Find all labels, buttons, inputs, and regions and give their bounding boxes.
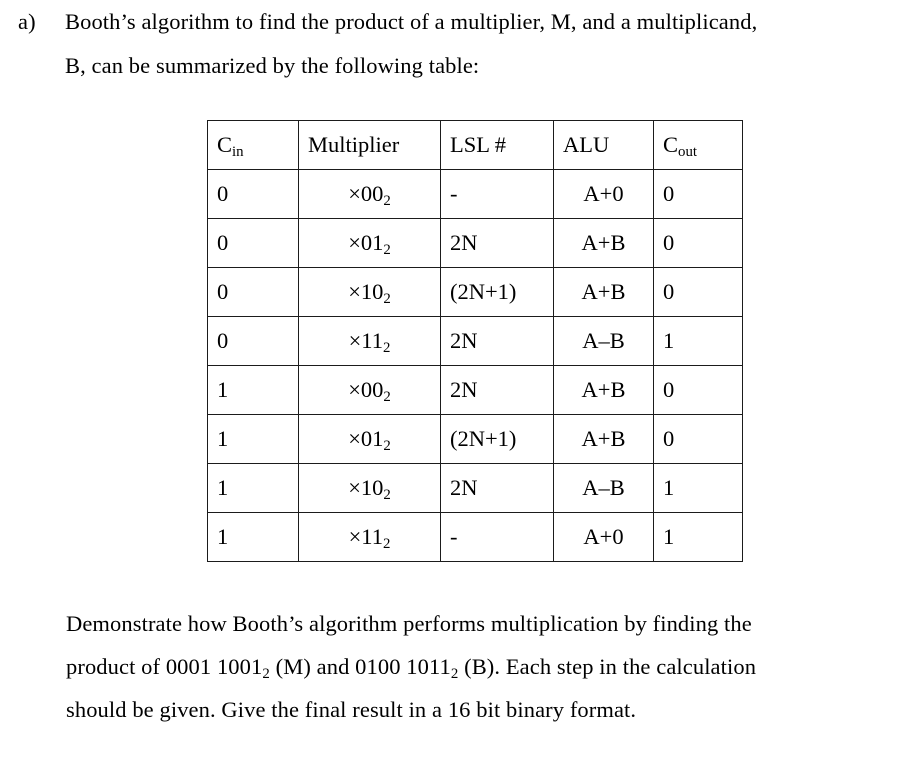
cell-alu: A+B bbox=[553, 218, 654, 268]
cell-multiplier-subscript: 2 bbox=[383, 291, 391, 308]
cell-multiplier-value: ×10 bbox=[348, 475, 384, 501]
cell-multiplier-subscript: 2 bbox=[382, 536, 391, 553]
cell-multiplier-value: ×01 bbox=[348, 230, 384, 256]
booth-algorithm-table: Cin Multiplier LSL # ALU Cout 0 ×002 - A… bbox=[207, 120, 743, 562]
table-header-row: Cin Multiplier LSL # ALU Cout bbox=[207, 120, 743, 170]
cell-multiplier-subscript: 2 bbox=[382, 340, 391, 357]
cell-lsl: 2N bbox=[440, 218, 554, 268]
cell-cin: 1 bbox=[207, 365, 299, 415]
column-header-multiplier: Multiplier bbox=[298, 120, 441, 170]
cell-cin: 0 bbox=[207, 218, 299, 268]
cell-multiplier: ×002 bbox=[298, 365, 441, 415]
cell-multiplier: ×112 bbox=[298, 316, 441, 366]
table-row: 1 ×102 2N A–B 1 bbox=[207, 463, 743, 513]
cell-cout: 1 bbox=[653, 316, 743, 366]
cell-alu: A+0 bbox=[553, 512, 654, 562]
cell-multiplier: ×002 bbox=[298, 169, 441, 219]
cell-alu: A–B bbox=[553, 316, 654, 366]
closing-line-3: should be given. Give the final result i… bbox=[66, 697, 637, 722]
table-header: Cin Multiplier LSL # ALU Cout bbox=[207, 120, 743, 170]
cell-multiplier: ×112 bbox=[298, 512, 441, 562]
cell-cin: 1 bbox=[207, 463, 299, 513]
cell-cout: 0 bbox=[653, 414, 743, 464]
column-header-cin-text: C bbox=[217, 132, 233, 158]
cell-cout: 1 bbox=[653, 512, 743, 562]
question-line-1: a) Booth’s algorithm to find the product… bbox=[0, 0, 904, 44]
question-marker: a) bbox=[18, 9, 36, 34]
cell-cin: 0 bbox=[207, 169, 299, 219]
cell-cin: 1 bbox=[207, 414, 299, 464]
cell-multiplier: ×102 bbox=[298, 463, 441, 513]
closing-line-1: Demonstrate how Booth’s algorithm perfor… bbox=[66, 611, 752, 636]
column-header-cout-subscript: out bbox=[678, 144, 697, 161]
closing-line-2-part-b: (M) and 0100 1011 bbox=[269, 654, 451, 679]
column-header-cout: Cout bbox=[653, 120, 743, 170]
question-line-2: B, can be summarized by the following ta… bbox=[0, 44, 904, 88]
cell-lsl: 2N bbox=[440, 316, 554, 366]
cell-alu: A+B bbox=[553, 365, 654, 415]
cell-multiplier-value: ×11 bbox=[348, 328, 383, 354]
table-row: 0 ×102 (2N+1) A+B 0 bbox=[207, 267, 743, 317]
cell-multiplier: ×012 bbox=[298, 414, 441, 464]
cell-multiplier-subscript: 2 bbox=[383, 193, 391, 210]
cell-cout: 0 bbox=[653, 169, 743, 219]
closing-multiplier-subscript: 2 bbox=[262, 666, 270, 683]
column-header-cin-subscript: in bbox=[232, 144, 244, 161]
cell-multiplier-value: ×00 bbox=[348, 377, 384, 403]
cell-lsl: (2N+1) bbox=[440, 267, 554, 317]
cell-alu: A+0 bbox=[553, 169, 654, 219]
closing-multiplicand-subscript: 2 bbox=[450, 666, 459, 683]
cell-alu: A+B bbox=[553, 414, 654, 464]
question-text-line-2: B, can be summarized by the following ta… bbox=[65, 53, 480, 78]
table-row: 1 ×012 (2N+1) A+B 0 bbox=[207, 414, 743, 464]
cell-cout: 0 bbox=[653, 218, 743, 268]
cell-cout: 1 bbox=[653, 463, 743, 513]
table-row: 0 ×112 2N A–B 1 bbox=[207, 316, 743, 366]
closing-paragraph: Demonstrate how Booth’s algorithm perfor… bbox=[66, 602, 896, 731]
booth-algorithm-table-container: Cin Multiplier LSL # ALU Cout 0 ×002 - A… bbox=[207, 120, 743, 562]
cell-cout: 0 bbox=[653, 267, 743, 317]
cell-multiplier-value: ×11 bbox=[348, 524, 383, 550]
cell-cin: 0 bbox=[207, 316, 299, 366]
cell-multiplier: ×012 bbox=[298, 218, 441, 268]
table-row: 1 ×002 2N A+B 0 bbox=[207, 365, 743, 415]
cell-alu: A+B bbox=[553, 267, 654, 317]
cell-multiplier-subscript: 2 bbox=[383, 487, 391, 504]
cell-cin: 1 bbox=[207, 512, 299, 562]
table-row: 0 ×002 - A+0 0 bbox=[207, 169, 743, 219]
column-header-alu: ALU bbox=[553, 120, 654, 170]
question-block: a) Booth’s algorithm to find the product… bbox=[0, 0, 904, 88]
cell-lsl: - bbox=[440, 169, 554, 219]
column-header-cout-text: C bbox=[663, 132, 679, 158]
closing-line-2-part-a: product of 0001 1001 bbox=[66, 654, 263, 679]
table-body: 0 ×002 - A+0 0 0 ×012 2N A+B 0 0 ×102 (2… bbox=[207, 169, 743, 562]
cell-multiplier-value: ×00 bbox=[348, 181, 384, 207]
cell-cout: 0 bbox=[653, 365, 743, 415]
cell-alu: A–B bbox=[553, 463, 654, 513]
table-row: 1 ×112 - A+0 1 bbox=[207, 512, 743, 562]
cell-multiplier-value: ×01 bbox=[348, 426, 384, 452]
cell-multiplier-value: ×10 bbox=[348, 279, 384, 305]
cell-multiplier-subscript: 2 bbox=[383, 242, 391, 259]
question-text-line-1: Booth’s algorithm to find the product of… bbox=[65, 9, 758, 34]
column-header-lsl: LSL # bbox=[440, 120, 554, 170]
cell-lsl: (2N+1) bbox=[440, 414, 554, 464]
cell-multiplier-subscript: 2 bbox=[383, 438, 391, 455]
cell-lsl: 2N bbox=[440, 365, 554, 415]
cell-multiplier: ×102 bbox=[298, 267, 441, 317]
closing-line-2: product of 0001 10012 (M) and 0100 10112… bbox=[66, 645, 896, 688]
closing-line-2-part-c: (B). Each step in the calculation bbox=[458, 654, 757, 679]
cell-lsl: - bbox=[440, 512, 554, 562]
cell-multiplier-subscript: 2 bbox=[383, 389, 391, 406]
cell-cin: 0 bbox=[207, 267, 299, 317]
table-row: 0 ×012 2N A+B 0 bbox=[207, 218, 743, 268]
cell-lsl: 2N bbox=[440, 463, 554, 513]
column-header-cin: Cin bbox=[207, 120, 299, 170]
